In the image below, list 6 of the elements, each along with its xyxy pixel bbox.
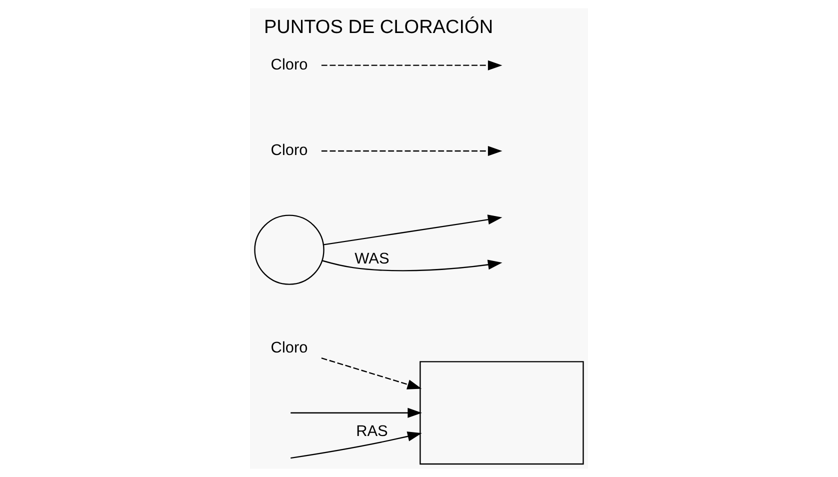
node-text: Cloro (270, 56, 308, 74)
edge-label: RAS (356, 422, 388, 440)
node-text: Cloro (270, 340, 308, 357)
node-text: Cloro (270, 142, 308, 160)
diagram-title: PUNTOS DE CLORACIÓN (264, 16, 494, 38)
edge-label: WAS (354, 250, 390, 268)
